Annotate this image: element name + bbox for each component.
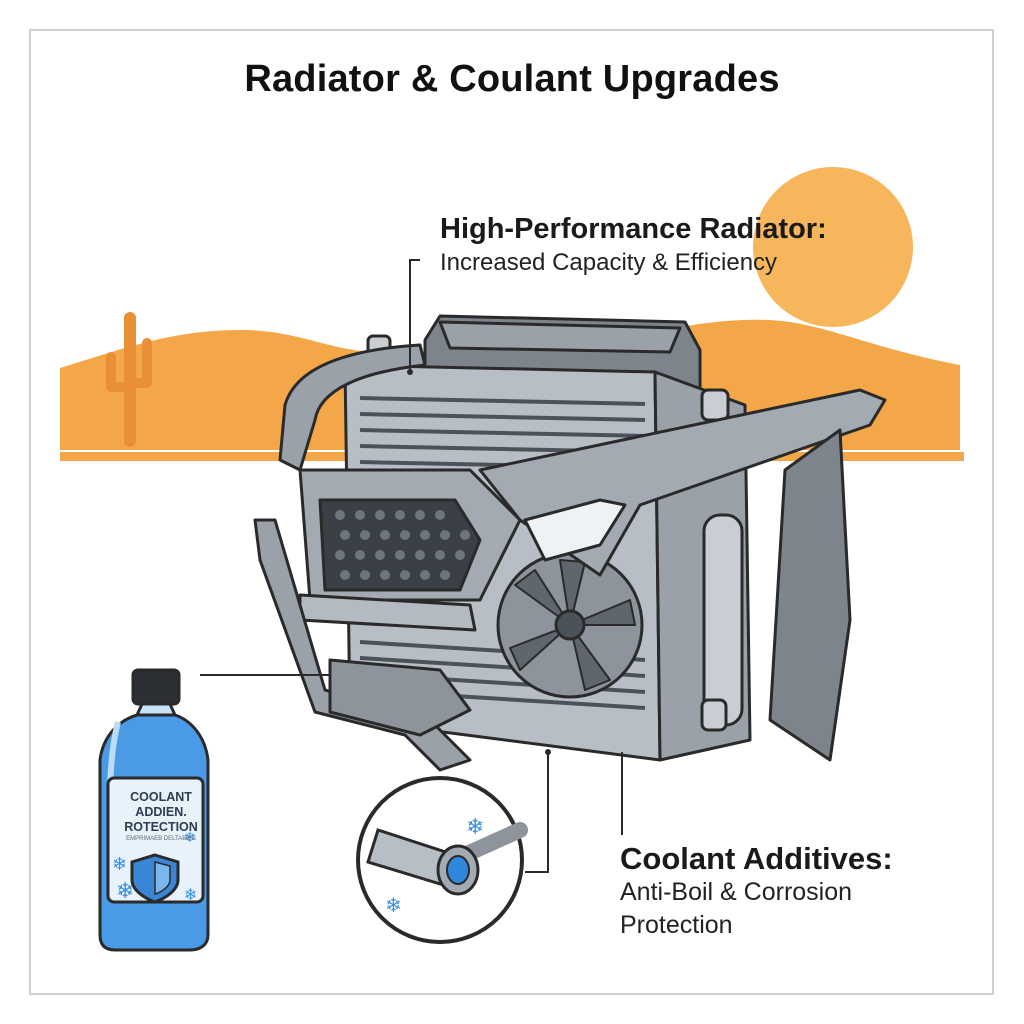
snowflake-icon: ❄: [466, 815, 484, 840]
cactus-icon: [106, 312, 152, 447]
svg-text:❄: ❄: [184, 830, 196, 846]
coolant-bottle: [98, 668, 210, 952]
svg-text:❄: ❄: [112, 854, 127, 875]
callout-radiator-body: Increased Capacity & Efficiency: [440, 249, 778, 276]
radiator-assembly: [253, 314, 887, 772]
svg-text:❄: ❄: [184, 885, 197, 904]
callout-radiator-heading: High-Performance Radiator:: [440, 213, 827, 245]
bottle-label-line1: COOLANT: [130, 790, 192, 804]
bottle-label-line3: ROTECTION: [124, 820, 198, 834]
callout-radiator: High-Performance Radiator: Increased Cap…: [440, 212, 827, 279]
leader-lines: [200, 259, 623, 873]
callout-coolant: Coolant Additives: Anti-Boil & Corrosion…: [620, 842, 920, 942]
callout-coolant-heading: Coolant Additives:: [620, 841, 893, 876]
sun-icon: [753, 167, 913, 327]
bottle-label-line2: ADDIEN.: [135, 805, 187, 819]
bottle-fine-print: EMPRIMAEB DELTABIES: [126, 836, 196, 842]
hose-magnifier: ❄ ❄: [356, 776, 528, 944]
snowflake-icon: ❄ ❄ ❄ ❄: [112, 830, 197, 904]
snowflake-icon: ❄: [385, 893, 402, 917]
page-title: Radiator & Coulant Upgrades: [244, 58, 780, 100]
svg-text:❄: ❄: [116, 879, 134, 904]
callout-coolant-body: Anti-Boil & Corrosion Protection: [620, 878, 853, 939]
bottle-label: COOLANT ADDIEN. ROTECTION EMPRIMAEB DELT…: [118, 790, 204, 844]
